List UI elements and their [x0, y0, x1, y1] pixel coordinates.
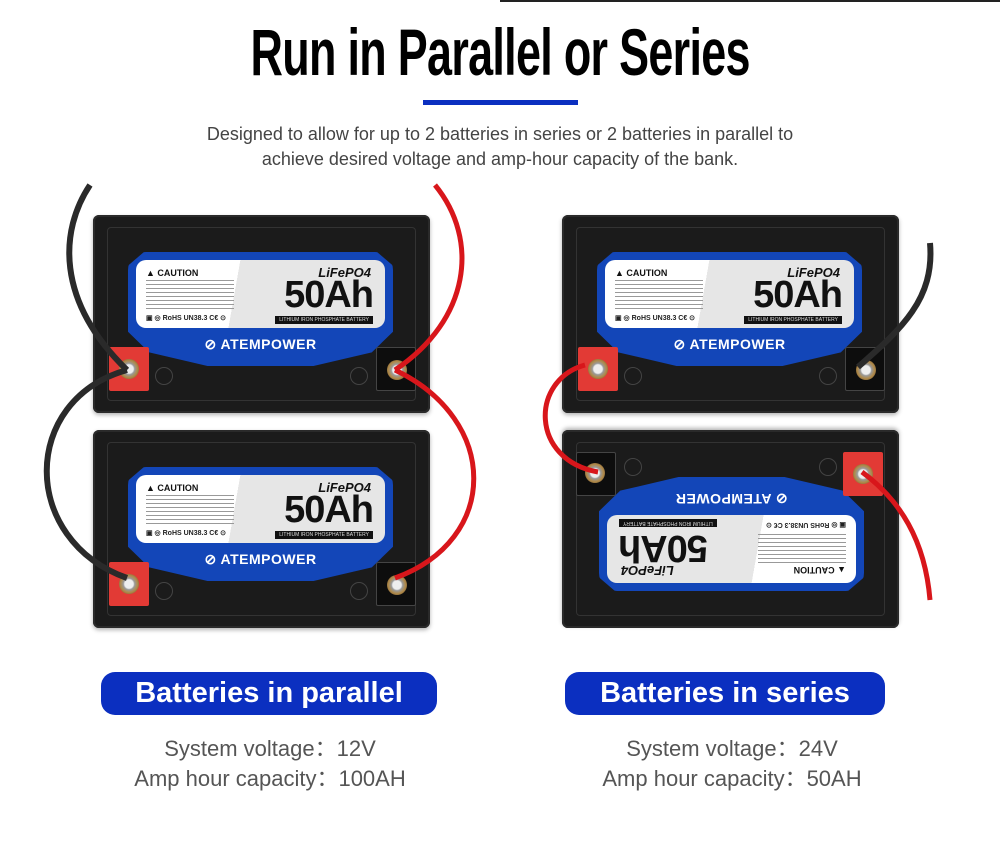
- subtitle-line: Designed to allow for up to 2 batteries …: [206, 124, 794, 144]
- fine-print: [758, 533, 846, 563]
- fine-print: [146, 495, 234, 525]
- vent-hole: [350, 367, 368, 385]
- terminal-bolt-icon: [119, 359, 139, 379]
- negative-terminal: [376, 347, 416, 391]
- battery-series-top: ▲ CAUTION ▣ ◎ RoHS UN38.3 C€ ⊙ LiFePO4 5…: [562, 215, 899, 413]
- battery-label: ▲ CAUTION ▣ ◎ RoHS UN38.3 C€ ⊙ LiFePO4 5…: [128, 252, 393, 366]
- terminal-bolt-icon: [588, 359, 608, 379]
- certifications: ▣ ◎ RoHS UN38.3 C€ ⊙: [146, 315, 227, 322]
- certifications: ▣ ◎ RoHS UN38.3 C€ ⊙: [765, 521, 846, 528]
- capacity-text: 50Ah: [284, 274, 374, 316]
- parallel-capacity: Amp hour capacity：100AH: [134, 766, 406, 791]
- series-badge: Batteries in series: [565, 672, 885, 715]
- brand-logo: ⊘ ATEMPOWER: [675, 491, 788, 507]
- chemistry-text: LiFePO4: [318, 480, 371, 495]
- label-panel: ▲ CAUTION ▣ ◎ RoHS UN38.3 C€ ⊙ LiFePO4 5…: [136, 260, 385, 328]
- terminal-bolt-icon: [585, 463, 605, 483]
- terminal-bolt-icon: [853, 464, 873, 484]
- positive-terminal: [843, 452, 883, 496]
- label-panel: ▲ CAUTION ▣ ◎ RoHS UN38.3 C€ ⊙ LiFePO4 5…: [136, 475, 385, 543]
- battery-type-text: LITHIUM IRON PHOSPHATE BATTERY: [275, 531, 373, 539]
- parallel-badge: Batteries in parallel: [101, 672, 437, 715]
- positive-terminal: [109, 347, 149, 391]
- certifications: ▣ ◎ RoHS UN38.3 C€ ⊙: [615, 315, 696, 322]
- battery-label: ▲ CAUTION ▣ ◎ RoHS UN38.3 C€ ⊙ LiFePO4 5…: [599, 477, 864, 591]
- vent-hole: [350, 582, 368, 600]
- series-voltage: System voltage：24V: [626, 736, 838, 761]
- title-underline: [423, 100, 578, 105]
- certifications: ▣ ◎ RoHS UN38.3 C€ ⊙: [146, 530, 227, 537]
- brand-logo: ⊘ ATEMPOWER: [204, 551, 317, 567]
- caution-text: ▲ CAUTION: [146, 483, 199, 493]
- positive-terminal: [578, 347, 618, 391]
- terminal-bolt-icon: [119, 574, 139, 594]
- fine-print: [615, 280, 703, 310]
- caution-text: ▲ CAUTION: [615, 268, 668, 278]
- battery-type-text: LITHIUM IRON PHOSPHATE BATTERY: [619, 519, 717, 527]
- capacity-text: 50Ah: [619, 527, 708, 569]
- negative-terminal: [845, 347, 885, 391]
- terminal-bolt-icon: [387, 575, 407, 595]
- battery-parallel-top: ▲ CAUTION ▣ ◎ RoHS UN38.3 C€ ⊙ LiFePO4 5…: [93, 215, 430, 413]
- caution-text: ▲ CAUTION: [146, 268, 199, 278]
- terminal-bolt-icon: [856, 360, 876, 380]
- vent-hole: [155, 582, 173, 600]
- positive-terminal: [109, 562, 149, 606]
- fine-print: [146, 280, 234, 310]
- vent-hole: [624, 367, 642, 385]
- battery-type-text: LITHIUM IRON PHOSPHATE BATTERY: [744, 316, 842, 324]
- brand-logo: ⊘ ATEMPOWER: [204, 336, 317, 352]
- top-divider-line: [500, 0, 1000, 2]
- series-capacity: Amp hour capacity：50AH: [602, 766, 862, 791]
- battery-type-text: LITHIUM IRON PHOSPHATE BATTERY: [275, 316, 373, 324]
- label-panel: ▲ CAUTION ▣ ◎ RoHS UN38.3 C€ ⊙ LiFePO4 5…: [607, 515, 856, 583]
- battery-label: ▲ CAUTION ▣ ◎ RoHS UN38.3 C€ ⊙ LiFePO4 5…: [597, 252, 862, 366]
- brand-logo: ⊘ ATEMPOWER: [673, 336, 786, 352]
- capacity-text: 50Ah: [284, 489, 374, 531]
- vent-hole: [819, 367, 837, 385]
- subtitle-line: achieve desired voltage and amp-hour cap…: [261, 149, 739, 169]
- chemistry-text: LiFePO4: [318, 265, 371, 280]
- terminal-bolt-icon: [387, 360, 407, 380]
- parallel-voltage: System voltage：12V: [164, 736, 376, 761]
- vent-hole: [819, 458, 837, 476]
- page-title-text: Run in Parallel or Series: [250, 15, 750, 89]
- label-panel: ▲ CAUTION ▣ ◎ RoHS UN38.3 C€ ⊙ LiFePO4 5…: [605, 260, 854, 328]
- battery-label: ▲ CAUTION ▣ ◎ RoHS UN38.3 C€ ⊙ LiFePO4 5…: [128, 467, 393, 581]
- subtitle: Designed to allow for up to 2 batteries …: [150, 122, 850, 172]
- capacity-text: 50Ah: [753, 274, 843, 316]
- negative-terminal: [376, 562, 416, 606]
- caution-text: ▲ CAUTION: [793, 565, 846, 575]
- page-title: Run in Parallel or Series: [0, 14, 1000, 90]
- chemistry-text: LiFePO4: [787, 265, 840, 280]
- battery-parallel-bottom: ▲ CAUTION ▣ ◎ RoHS UN38.3 C€ ⊙ LiFePO4 5…: [93, 430, 430, 628]
- vent-hole: [624, 458, 642, 476]
- negative-terminal: [576, 452, 616, 496]
- battery-series-bottom: ▲ CAUTION ▣ ◎ RoHS UN38.3 C€ ⊙ LiFePO4 5…: [562, 430, 899, 628]
- vent-hole: [155, 367, 173, 385]
